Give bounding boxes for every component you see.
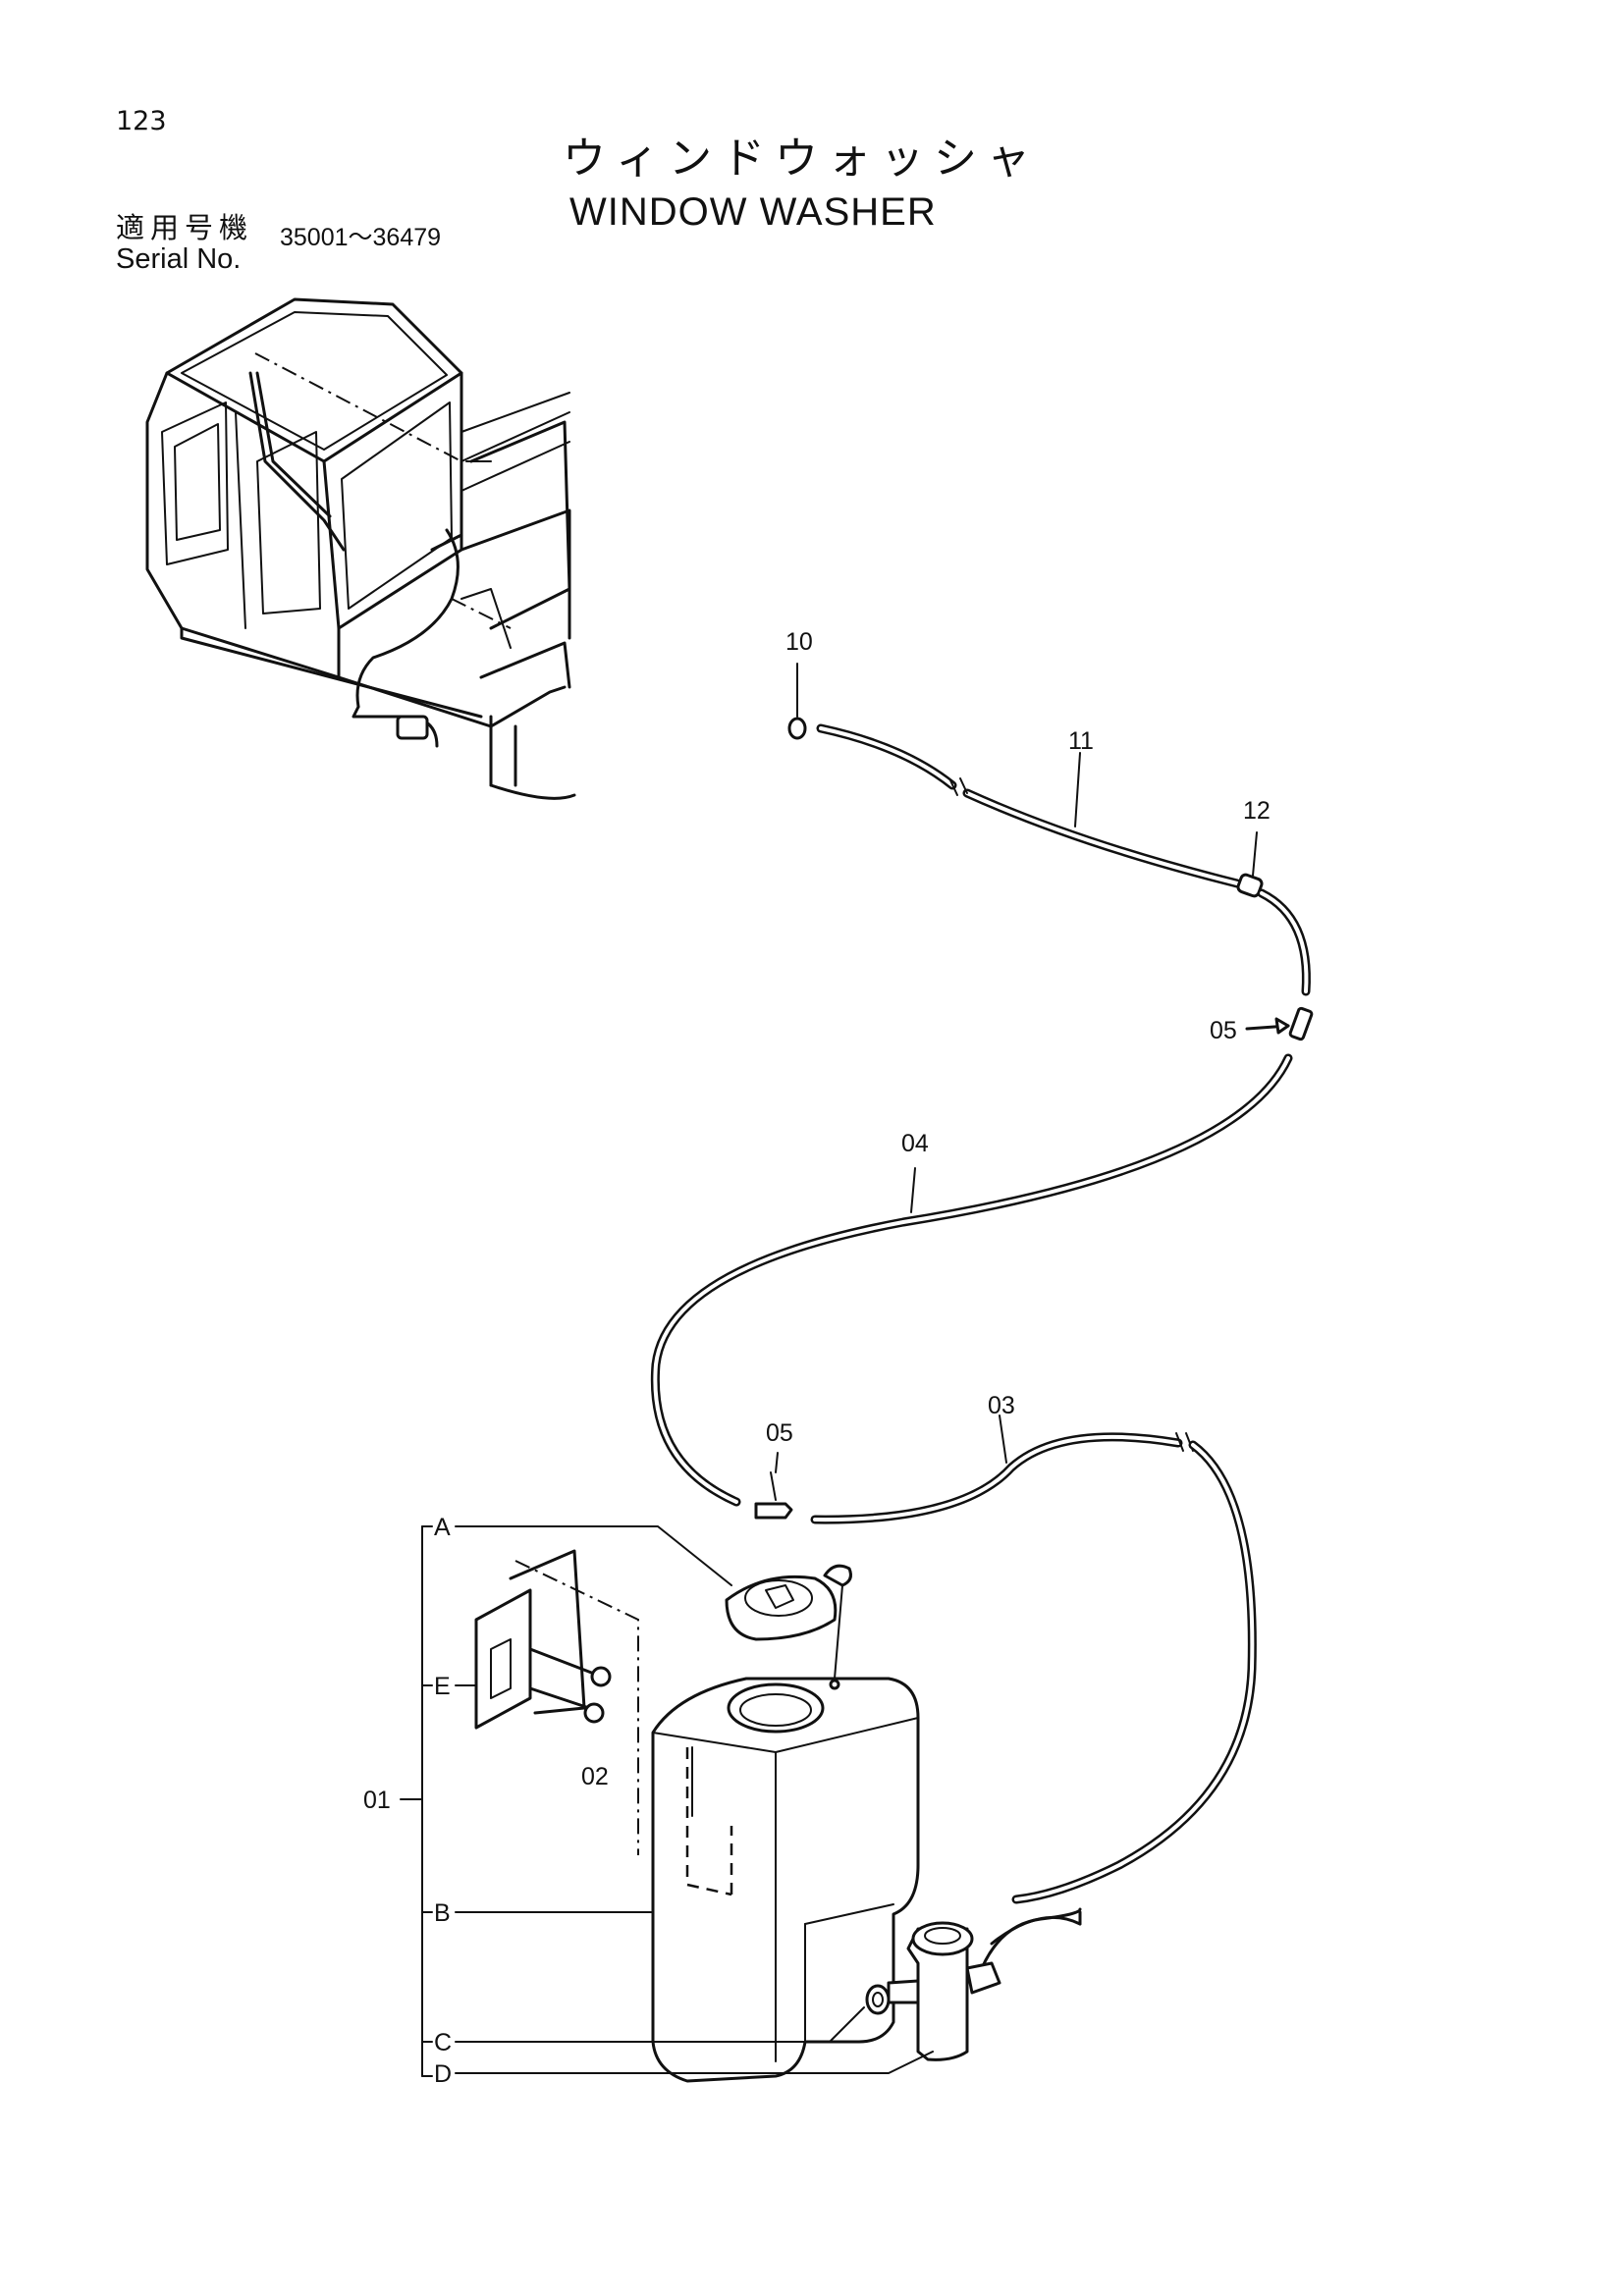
washer-tank <box>651 1677 920 2083</box>
callout-01: 01 <box>363 1787 391 1814</box>
callout-10: 10 <box>785 628 813 656</box>
callout-03: 03 <box>988 1392 1015 1419</box>
page-title-japanese: ウィンドウォッシャ <box>563 133 1040 184</box>
washer-pump <box>906 1927 969 2061</box>
hose-joint-12 <box>1236 873 1264 898</box>
page-title: WINDOW WASHER <box>569 190 937 234</box>
bolt-02 <box>583 1702 605 1724</box>
serial-label-japanese: 適用号機 <box>116 211 254 244</box>
callout-B: B <box>434 1899 451 1927</box>
callout-12: 12 <box>1243 797 1271 825</box>
cab-overview-illustration <box>145 297 576 800</box>
serial-label: Serial No. <box>116 243 242 275</box>
tank-gasket <box>865 1984 891 2015</box>
hose-break-mark <box>949 777 968 796</box>
page-number: 123 <box>116 106 167 136</box>
lower-hose-assembly <box>754 1432 1257 1970</box>
callout-C: C <box>434 2029 452 2056</box>
callout-A: A <box>434 1514 451 1541</box>
callout-leaders <box>400 663 1258 2077</box>
hose-connector-05-lower <box>754 1502 793 1520</box>
callout-05-upper: 05 <box>1210 1017 1237 1044</box>
washer-tank-assembly <box>474 1549 1001 2083</box>
callout-11: 11 <box>1068 727 1094 755</box>
callout-05-lower: 05 <box>766 1419 793 1447</box>
tank-bracket <box>474 1588 532 1730</box>
callout-E: E <box>434 1673 451 1700</box>
bolt-02 <box>590 1666 612 1687</box>
upper-hose-assembly <box>650 717 1314 1507</box>
serial-range: 35001～36479 <box>280 224 442 251</box>
callout-04: 04 <box>901 1130 929 1157</box>
callout-02: 02 <box>581 1763 609 1790</box>
nozzle-cap-10 <box>787 717 807 740</box>
callout-D: D <box>434 2060 452 2088</box>
tank-cap <box>725 1575 838 1641</box>
hose-connector-05-upper <box>1288 1006 1314 1041</box>
